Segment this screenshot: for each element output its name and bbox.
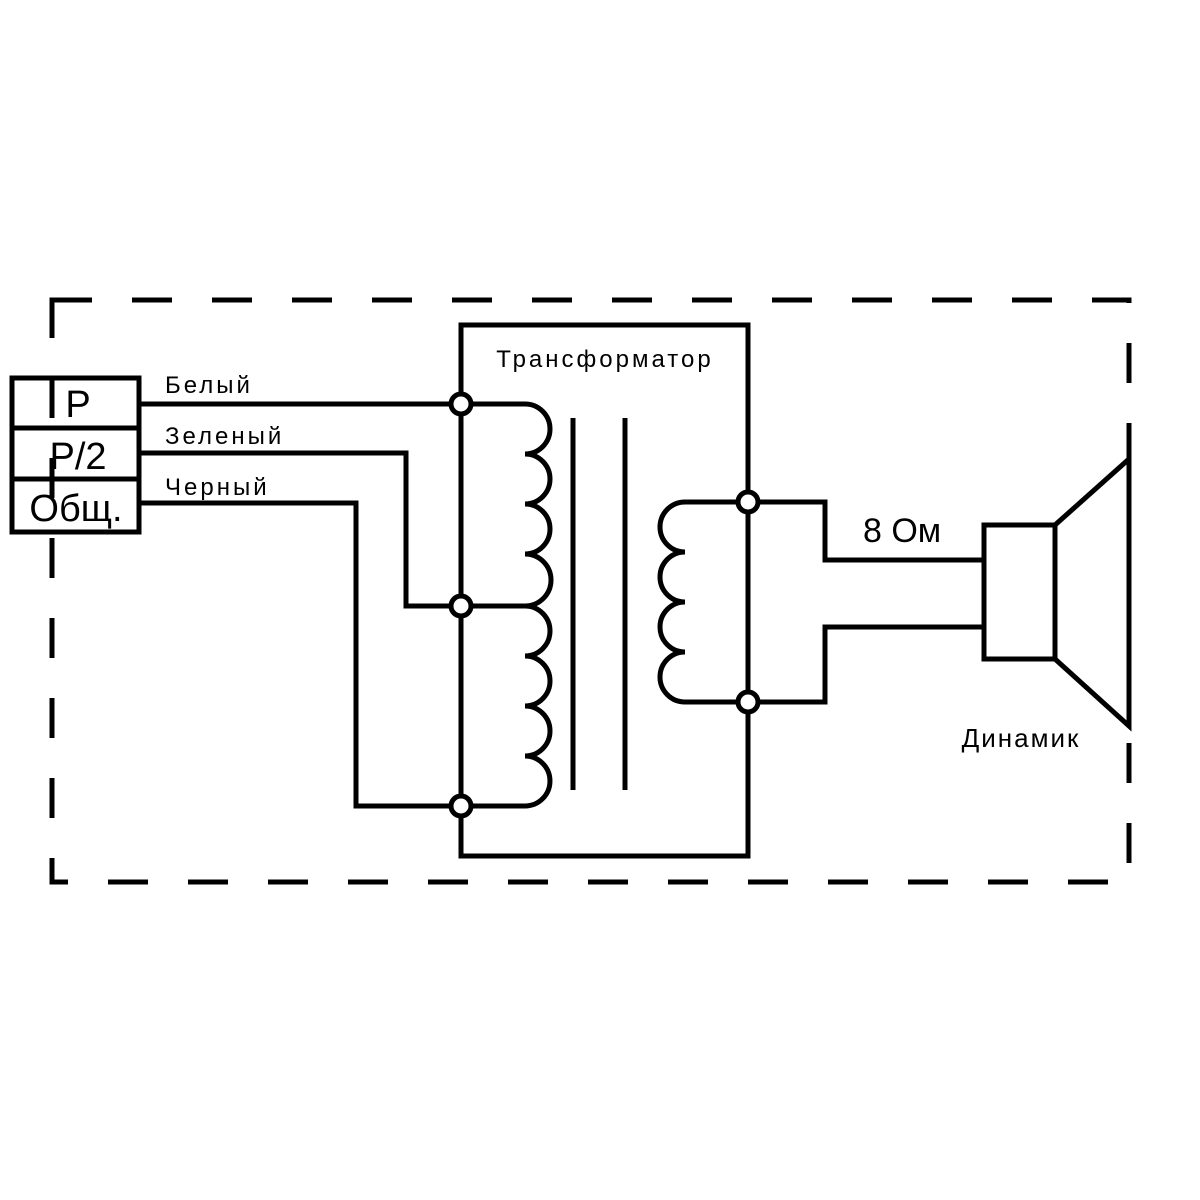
output-wire-bottom xyxy=(748,624,984,705)
junction-secondary-top xyxy=(735,489,761,515)
output-wire-top xyxy=(748,499,984,563)
transformer-frame xyxy=(458,322,751,859)
transformer-label: Трансформатор xyxy=(496,346,713,373)
terminal-block: Р Р/2 Общ. xyxy=(9,375,142,535)
wire-label-white: Белый xyxy=(165,372,253,399)
speaker-cone xyxy=(1052,453,1132,732)
junction-primary-tap xyxy=(448,593,474,619)
wire-label-green: Зеленый xyxy=(165,423,284,450)
speaker-label: Динамик xyxy=(962,723,1081,753)
speaker-magnet xyxy=(981,522,1058,662)
wire-black xyxy=(139,500,461,809)
speaker-icon xyxy=(981,453,1132,732)
wire-green xyxy=(139,450,461,609)
junction-secondary-bottom xyxy=(735,689,761,715)
junction-primary-bottom xyxy=(448,793,474,819)
primary-winding xyxy=(461,401,554,809)
terminal-label-p2: Р/2 xyxy=(49,436,106,478)
junction-primary-top xyxy=(448,391,474,417)
secondary-winding xyxy=(657,499,748,705)
wire-label-black: Черный xyxy=(165,474,270,501)
impedance-label: 8 Ом xyxy=(863,512,941,550)
terminal-label-p: Р xyxy=(65,384,90,426)
terminal-label-common: Общ. xyxy=(29,488,122,530)
